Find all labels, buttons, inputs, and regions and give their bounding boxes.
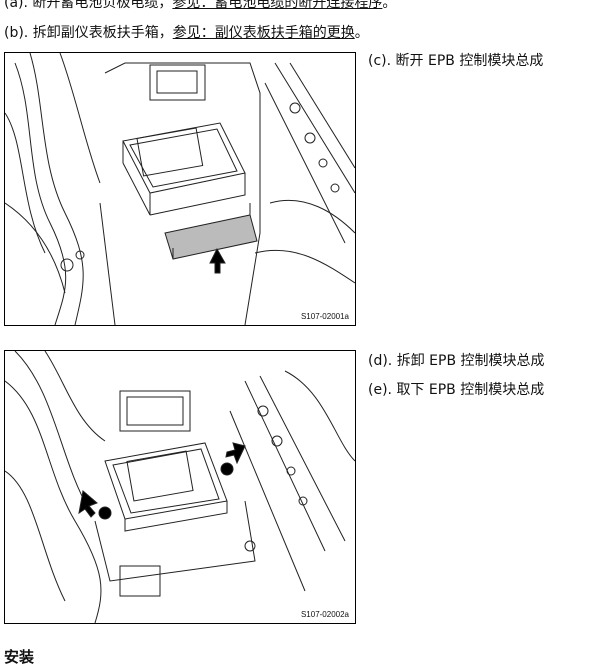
step-b-link[interactable]: 参见：副仪表板扶手箱的更换 xyxy=(172,25,355,41)
step-c: (c). 断开 EPB 控制模块总成 xyxy=(368,53,544,69)
step-b: (b). 拆卸副仪表板扶手箱，参见：副仪表板扶手箱的更换。 xyxy=(4,24,369,42)
figure-2-drawing xyxy=(5,351,355,623)
figure-2-id: S107-02002a xyxy=(300,610,349,619)
figure-1-drawing xyxy=(5,53,355,325)
step-b-label: (b). 拆卸副仪表板扶手箱， xyxy=(4,25,173,41)
figure-1: S107-02001a xyxy=(4,52,356,326)
figure-2: S107-02002a xyxy=(4,350,356,624)
step-b-end: 。 xyxy=(354,25,369,41)
step-a-link[interactable]: 参见：蓄电池电缆的断开连接程序 xyxy=(172,0,383,11)
step-d: (d). 拆卸 EPB 控制模块总成 xyxy=(368,353,545,369)
step-e: (e). 取下 EPB 控制模块总成 xyxy=(368,382,545,398)
step-a-label: (a). 断开蓄电池负极电缆， xyxy=(4,0,173,11)
figure-1-id: S107-02001a xyxy=(300,312,349,321)
step-a: (a). 断开蓄电池负极电缆，参见：蓄电池电缆的断开连接程序。 xyxy=(4,0,396,12)
step-a-end: 。 xyxy=(382,0,397,11)
